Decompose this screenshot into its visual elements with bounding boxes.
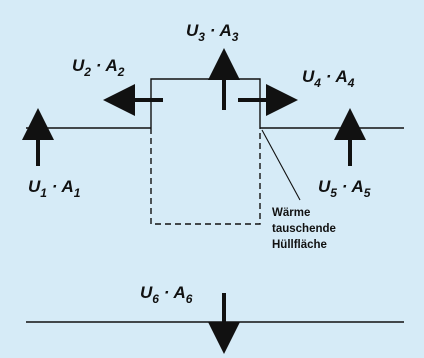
annotation-line-2: tauschende: [272, 223, 336, 235]
building-outline: [150, 78, 261, 128]
annotation-line-1: Wärme: [272, 207, 310, 219]
basement-dashed-outline: [150, 128, 261, 225]
label-u1a1: U1 · A1: [28, 177, 81, 200]
annotation-line-3: Hüllfläche: [272, 239, 327, 251]
label-u3a3: U3 · A3: [186, 21, 239, 44]
annotation-leader-line: [261, 129, 301, 201]
label-u5a5: U5 · A5: [318, 177, 371, 200]
label-u6a6: U6 · A6: [140, 283, 193, 306]
label-u2a2: U2 · A2: [72, 56, 125, 79]
label-u4a4: U4 · A4: [302, 67, 355, 90]
